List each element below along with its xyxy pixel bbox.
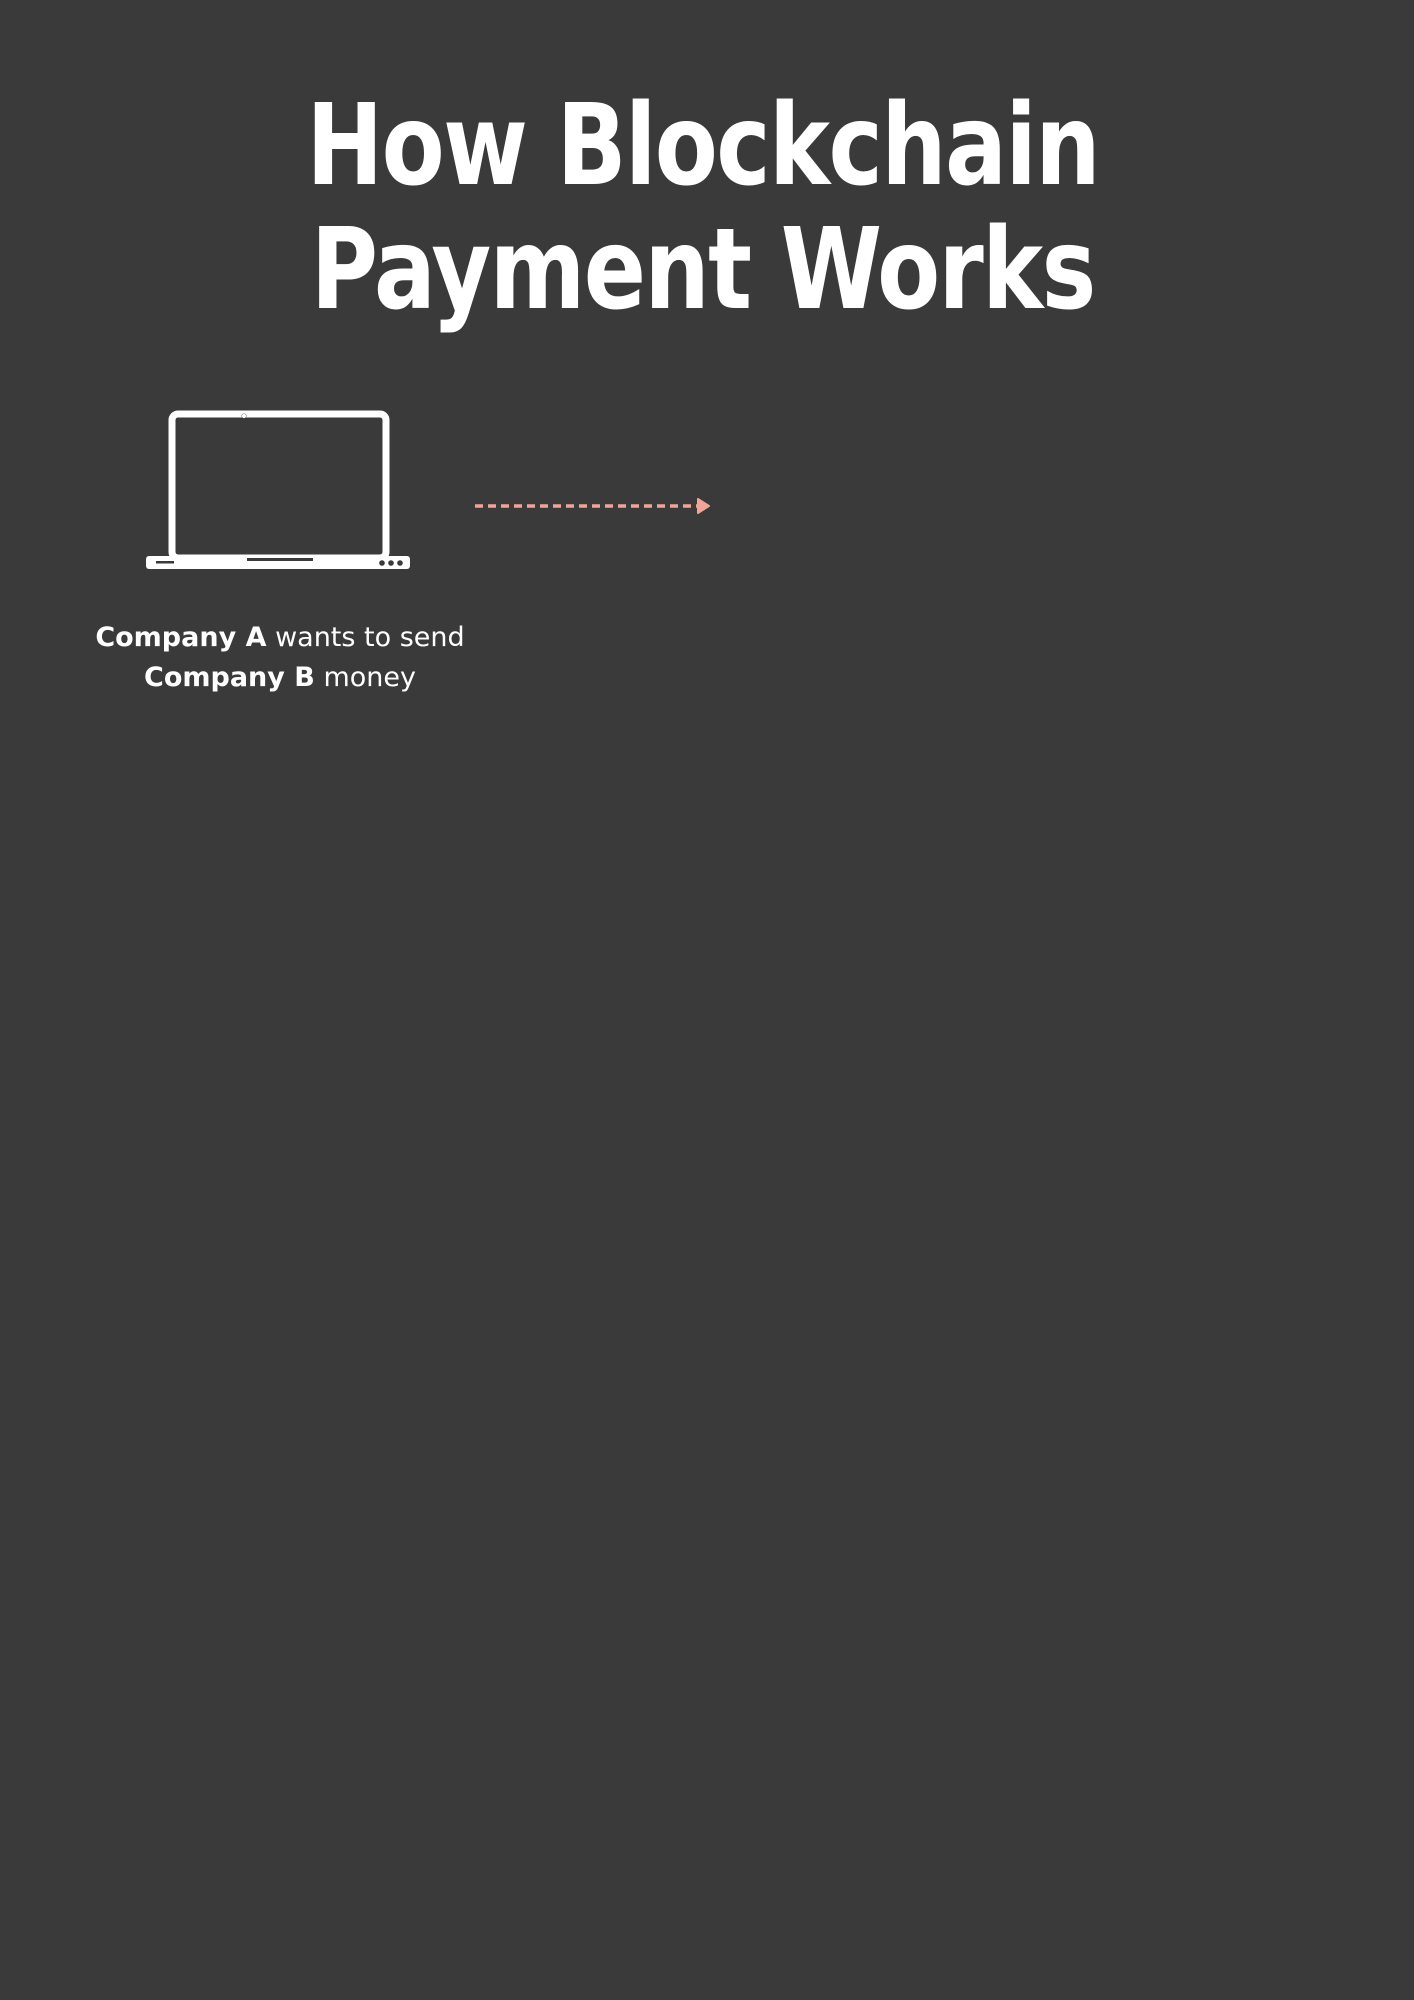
company-b-label: Company B — [144, 662, 315, 693]
company-a-label: Company A — [95, 622, 267, 653]
title-line-2: Payment Works — [310, 205, 1097, 335]
dashed-arrow-right-icon — [475, 498, 710, 514]
laptop-icon — [146, 410, 410, 569]
caption-line-1-text: wants to send — [266, 622, 465, 653]
caption-line-2: Company B money — [80, 658, 480, 698]
caption-line-2-text: money — [314, 662, 416, 693]
title-line-1: How Blockchain — [306, 81, 1100, 211]
caption-line-1: Company A wants to send — [80, 618, 480, 658]
page-title: How Blockchain Payment Works — [123, 84, 1282, 332]
step-1-caption: Company A wants to send Company B money — [80, 618, 480, 698]
